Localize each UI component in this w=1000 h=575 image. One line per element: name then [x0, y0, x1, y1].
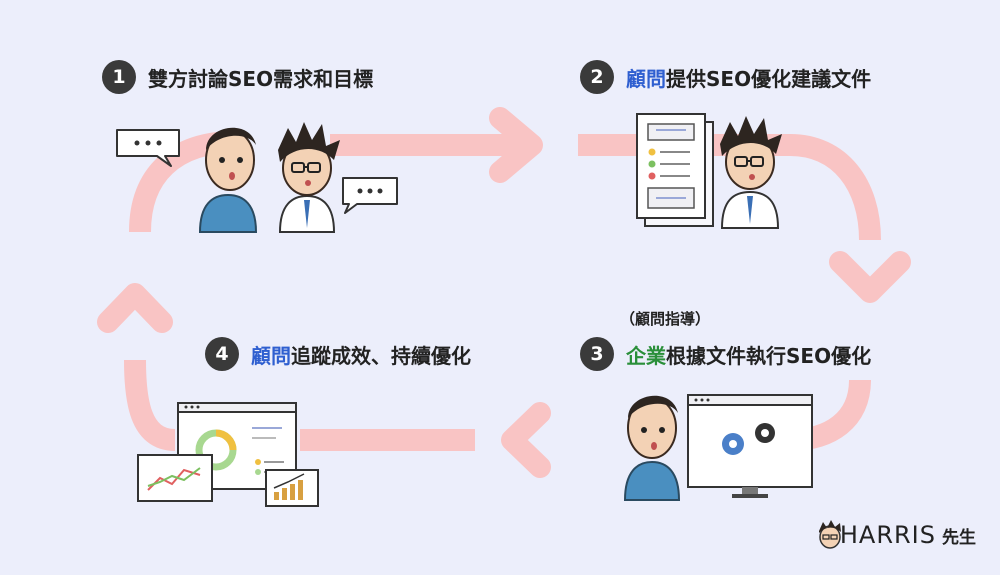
brand-logo: HARRIS 先生 — [840, 521, 976, 549]
arrowhead-left-up — [97, 283, 173, 333]
arc-top-right — [578, 134, 881, 241]
step-4-badge: 4 — [205, 337, 239, 371]
step-3-highlight: 企業 — [626, 343, 666, 368]
document-icon — [636, 113, 714, 227]
step-3-note: （顧問指導） — [620, 310, 711, 328]
brand-suffix: 先生 — [942, 527, 976, 548]
speech-bubble-right-icon — [342, 177, 398, 214]
monitor-icon — [687, 394, 813, 498]
step-3-label: 根據文件執行SEO優化 — [666, 343, 872, 368]
step-1-label: 雙方討論SEO需求和目標 — [148, 66, 374, 91]
step-4-highlight: 顧問 — [251, 343, 291, 368]
arc-bottom-left — [124, 359, 177, 451]
brand-avatar-icon — [819, 520, 841, 549]
speech-bubble-left-icon — [116, 129, 180, 167]
step-1-badge: 1 — [102, 60, 136, 94]
company-person-icon — [198, 127, 258, 233]
step-3: 3 企業根據文件執行SEO優化 — [580, 337, 871, 371]
step-4: 4 顧問追蹤成效、持續優化 — [205, 337, 471, 371]
step-2: 2 顧問提供SEO優化建議文件 — [580, 60, 871, 94]
step-4-label: 追蹤成效、持續優化 — [291, 343, 471, 368]
bar-chart-icon — [265, 469, 319, 507]
brand-name: HARRIS — [839, 521, 936, 549]
gear-icon — [722, 423, 775, 455]
step-2-highlight: 顧問 — [626, 66, 666, 91]
arrowhead-right-down — [829, 251, 911, 303]
step-2-badge: 2 — [580, 60, 614, 94]
step-3-badge: 3 — [580, 337, 614, 371]
arrowhead-bottom — [501, 402, 551, 478]
company-person-icon-2 — [623, 395, 681, 501]
consultant-person-icon-2 — [720, 116, 782, 229]
arrowhead-top — [489, 107, 543, 183]
line-chart-icon — [137, 454, 213, 502]
step-1: 1 雙方討論SEO需求和目標 — [102, 60, 373, 94]
step-2-label: 提供SEO優化建議文件 — [666, 66, 872, 91]
consultant-person-icon — [278, 122, 340, 233]
